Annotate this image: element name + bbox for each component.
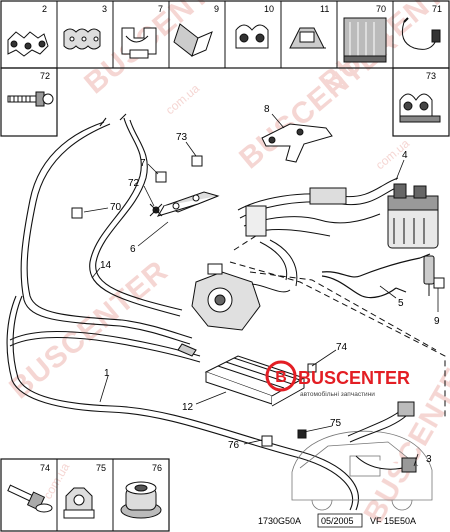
callout-14: 14 xyxy=(100,260,112,271)
high-pressure-pump xyxy=(191,263,291,331)
bottom-parts-strip xyxy=(0,458,170,532)
fuel-pipe-1 xyxy=(6,295,359,511)
fuel-pipe-14 xyxy=(20,113,193,345)
part-num-11: 11 xyxy=(320,4,329,14)
footer-ref: 1730G50A xyxy=(258,516,301,526)
fuel-rail-6 xyxy=(156,191,220,217)
footer-model: VF 15E50A xyxy=(370,516,416,526)
footer-date: 05/2005 xyxy=(321,516,354,526)
callout-4: 4 xyxy=(402,150,408,161)
callout-73: 73 xyxy=(176,132,188,143)
part-num-73: 73 xyxy=(426,71,436,81)
part-num-7: 7 xyxy=(158,4,163,14)
cable-tie-71-icon xyxy=(401,17,441,50)
callout-7: 7 xyxy=(140,158,146,169)
clip-part-9-icon xyxy=(173,23,213,57)
part-num-2: 2 xyxy=(42,4,47,14)
cooler-12 xyxy=(204,355,306,407)
clip-part-70-icon xyxy=(343,17,387,63)
watermark: BUSCENTER BUSCENTER BUSCENTER com.ua com… xyxy=(3,0,450,529)
callout-1: 1 xyxy=(104,368,110,379)
part-num-72: 72 xyxy=(40,71,50,81)
part-num-9: 9 xyxy=(214,4,219,14)
callout-76: 76 xyxy=(228,440,240,451)
bolt-part-72-icon xyxy=(7,91,54,107)
part-num-3: 3 xyxy=(102,4,107,14)
damper-part-76-icon xyxy=(120,481,162,519)
buscenter-logo: B BUSCENTER автомобільні запчастини xyxy=(265,360,410,398)
bracket-part-73-icon xyxy=(399,93,441,123)
part-num-10: 10 xyxy=(264,4,274,14)
callout-markers xyxy=(71,155,445,447)
bolt-part-74-icon xyxy=(7,484,53,513)
part-num-74: 74 xyxy=(40,463,50,473)
part-num-75: 75 xyxy=(96,463,106,473)
leader-lines xyxy=(83,113,439,467)
callout-numbers: 8 73 7 72 70 6 4 14 5 9 1 12 74 75 76 3 xyxy=(100,104,440,465)
callout-6: 6 xyxy=(130,244,136,255)
callout-72: 72 xyxy=(128,178,140,189)
logo-brand: BUSCENTER xyxy=(298,368,410,388)
injector-harness xyxy=(237,177,401,287)
filter-housing-4 xyxy=(387,183,439,249)
watermark-text-4: BUSCENTER xyxy=(3,254,174,405)
watermark-text-1: BUSCENTER xyxy=(78,0,249,100)
part-num-76: 76 xyxy=(152,463,162,473)
callout-9: 9 xyxy=(434,316,440,327)
part-num-71: 71 xyxy=(432,4,442,14)
callout-74: 74 xyxy=(336,342,348,353)
callout-8: 8 xyxy=(264,104,270,115)
clip-part-7-icon xyxy=(121,27,157,59)
clip-part-3-icon xyxy=(63,28,101,50)
top-part-numbers: 2 3 7 9 10 11 70 71 xyxy=(42,4,442,14)
callout-5: 5 xyxy=(398,298,404,309)
watermark-domain-1: com.ua xyxy=(163,81,202,117)
clip-part-2-icon xyxy=(7,31,49,57)
clip-part-11-icon xyxy=(289,27,326,49)
clip-part-10-icon xyxy=(235,24,269,49)
connector-9 xyxy=(423,255,435,296)
grommet-part-75-icon xyxy=(63,487,95,519)
callout-75: 75 xyxy=(330,418,342,429)
harness-5 xyxy=(321,253,431,299)
rail-bracket-8 xyxy=(261,123,333,163)
dashed-routing xyxy=(229,231,446,418)
logo-tagline: автомобільні запчастини xyxy=(300,390,375,398)
top-parts-strip xyxy=(0,0,450,69)
callout-70: 70 xyxy=(110,202,122,213)
logo-mark: B xyxy=(275,369,287,386)
part-num-70: 70 xyxy=(376,4,386,14)
side-parts-right xyxy=(392,67,450,137)
callout-12: 12 xyxy=(182,402,194,413)
footer: 1730G50A 05/2005 VF 15E50A xyxy=(258,513,416,528)
side-parts-left xyxy=(0,67,58,137)
vehicle-outline xyxy=(291,430,433,511)
connector-3 xyxy=(347,401,417,473)
callout-3: 3 xyxy=(426,454,432,465)
